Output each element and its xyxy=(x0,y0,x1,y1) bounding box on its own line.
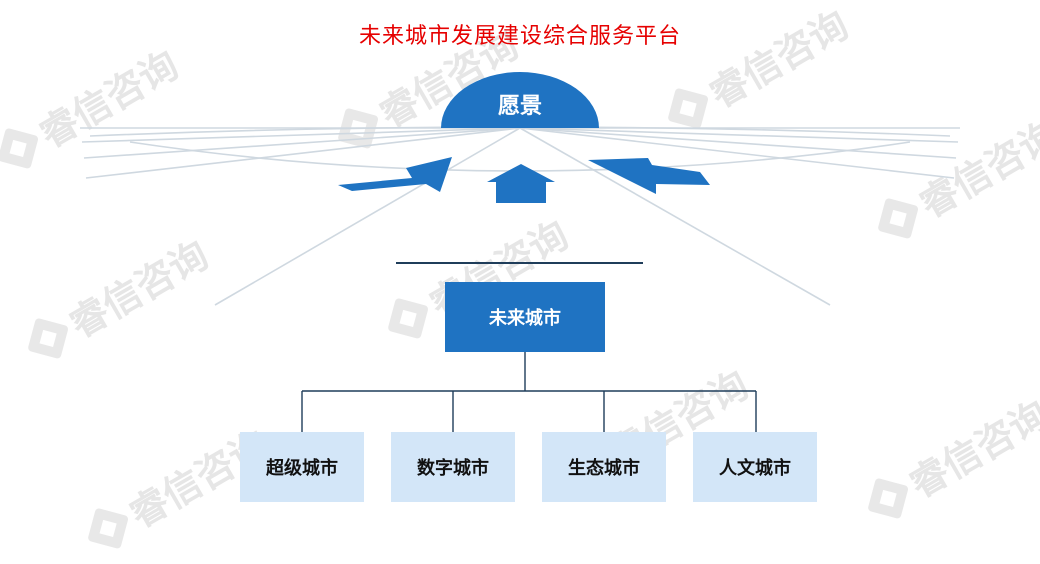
child-node-label: 生态城市 xyxy=(568,458,640,479)
tree-connectors xyxy=(301,352,757,432)
arrow-left-icon xyxy=(338,157,452,192)
child-node-label: 数字城市 xyxy=(417,458,489,479)
horizon-rays xyxy=(80,126,960,306)
future-city-label: 未来城市 xyxy=(489,308,561,329)
page-title: 未来城市发展建设综合服务平台 xyxy=(358,24,681,49)
diagram-canvas xyxy=(80,72,960,432)
child-node-humanistic-city: 人文城市 xyxy=(693,432,817,502)
vision-label: 愿景 xyxy=(497,94,542,119)
future-city-node: 未来城市 xyxy=(445,282,605,352)
child-node-label: 超级城市 xyxy=(266,458,338,479)
child-node-super-city: 超级城市 xyxy=(240,432,364,502)
child-node-label: 人文城市 xyxy=(719,458,791,479)
child-node-eco-city: 生态城市 xyxy=(542,432,666,502)
arrow-right-icon xyxy=(588,158,710,194)
arrow-center-icon xyxy=(487,164,555,203)
vision-dome xyxy=(441,72,599,128)
child-node-digital-city: 数字城市 xyxy=(391,432,515,502)
